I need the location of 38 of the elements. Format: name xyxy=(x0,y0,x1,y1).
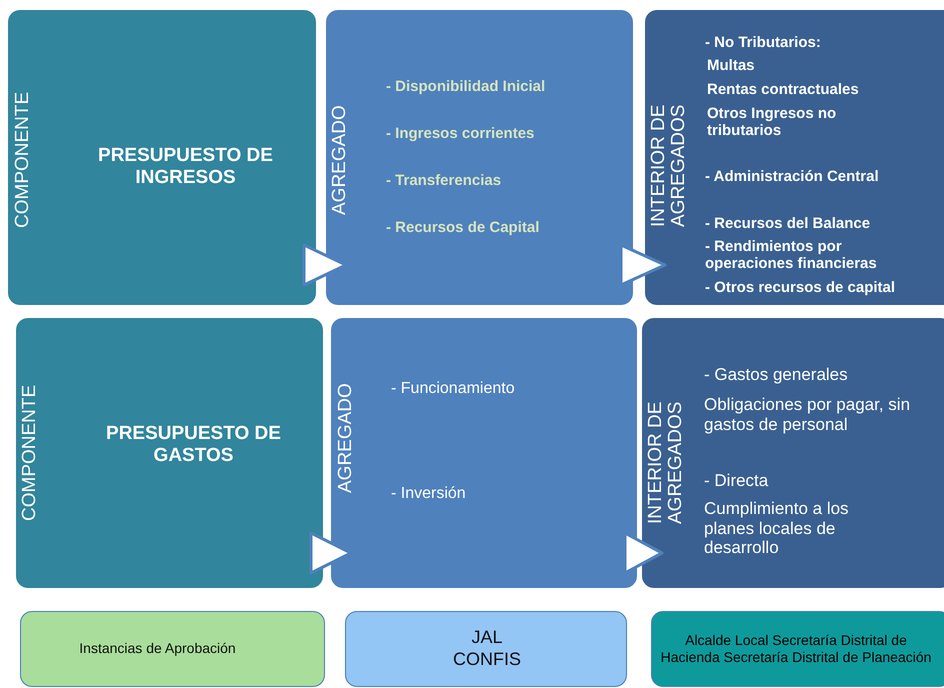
list-item: - Recursos del Balance xyxy=(705,215,872,232)
list-item: - Disponibilidad Inicial xyxy=(386,78,546,96)
panel-heading: PRESUPUESTO DE INGRESOS xyxy=(97,145,274,189)
list-item: - Gastos generales xyxy=(704,365,849,385)
panel-label: AGREGADO xyxy=(330,104,351,217)
panel-heading: PRESUPUESTO DE GASTOS xyxy=(105,423,282,467)
approval-box xyxy=(20,611,325,687)
list-item: - Recursos de Capital xyxy=(386,219,540,236)
list-item: - Directa xyxy=(704,471,770,491)
list-item: Rentas contractuales xyxy=(707,81,860,98)
panel-label: COMPONENTE xyxy=(13,90,34,230)
list-item: - Rendimientos por operaciones financieras xyxy=(705,238,878,272)
aggregate-panel xyxy=(331,318,637,588)
approval-box xyxy=(651,611,944,687)
panel-label: INTERIOR DE AGREGADOS xyxy=(646,400,687,526)
component-panel xyxy=(16,318,323,588)
list-item: Cumplimiento a los planes locales de desarrollo xyxy=(704,499,850,558)
panel-label: AGREGADO xyxy=(336,382,357,495)
list-item: Obligaciones por pagar, sin gastos de personal xyxy=(704,395,912,434)
subaggregate-panel xyxy=(642,318,944,588)
approval-box xyxy=(345,611,627,687)
box-label: Instancias de Aprobación xyxy=(78,639,237,658)
list-item: - Funcionamiento xyxy=(391,380,516,398)
subaggregate-panel xyxy=(645,10,944,305)
list-item: Multas xyxy=(707,57,756,74)
list-item: - Transferencias xyxy=(386,172,502,190)
list-item: Otros Ingresos no tributarios xyxy=(707,105,838,140)
list-item: - Administración Central xyxy=(705,168,880,186)
panel-label: COMPONENTE xyxy=(20,384,41,524)
component-panel xyxy=(8,10,316,305)
list-item: - Otros recursos de capital xyxy=(705,279,896,296)
box-label: JAL CONFIS xyxy=(452,626,522,670)
list-item: - No Tributarios: xyxy=(705,34,822,52)
box-label: Alcalde Local Secretaría Distrital de Hacienda Secretaría Distrital de Planeación xyxy=(660,630,932,666)
list-item: - Inversión xyxy=(391,485,467,504)
list-item: - Ingresos corrientes xyxy=(386,125,536,142)
panel-label: INTERIOR DE AGREGADOS xyxy=(649,104,690,230)
aggregate-panel xyxy=(326,10,633,305)
